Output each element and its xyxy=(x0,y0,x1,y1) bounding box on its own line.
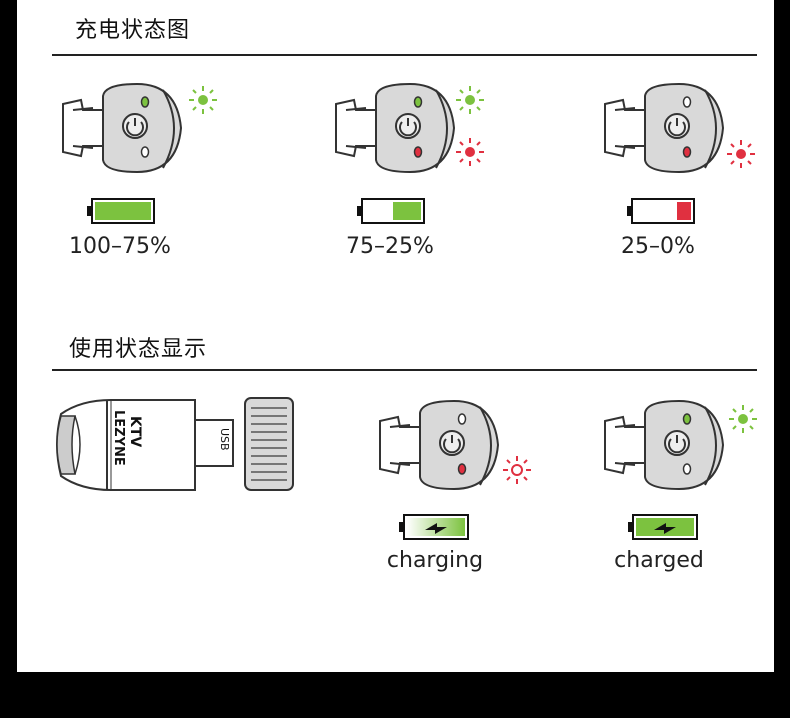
green-led-glow-icon xyxy=(729,405,757,433)
light-device-icon xyxy=(379,399,531,491)
green-led-glow-icon xyxy=(456,86,484,114)
section-divider xyxy=(52,54,757,56)
model-name: KTV xyxy=(127,416,143,447)
light-device-icon xyxy=(604,399,757,491)
brand-logo: LEZYNE xyxy=(111,410,126,466)
light-device-icon xyxy=(335,82,484,174)
battery-level-label: 25–0% xyxy=(621,234,695,259)
red-led-glow-icon xyxy=(727,140,755,168)
battery-full-icon xyxy=(87,198,155,224)
red-led-glow-icon xyxy=(456,138,484,166)
battery-level-label: 75–25% xyxy=(346,234,434,259)
charging-status-heading: 充电状态图 xyxy=(75,18,191,43)
usage-state-label: charged xyxy=(614,548,704,573)
light-device-icon xyxy=(604,82,755,174)
battery-half-icon xyxy=(357,198,425,224)
ktv-light-product-icon: LEZYNE KTV USB xyxy=(56,397,294,491)
usage-status-heading: 使用状态显示 xyxy=(69,337,208,362)
red-led-blink-icon xyxy=(503,456,531,484)
light-device-icon xyxy=(62,82,217,174)
battery-level-label: 100–75% xyxy=(69,234,171,259)
usage-state-label: charging xyxy=(386,548,484,573)
lightning-icon xyxy=(654,523,676,534)
lightning-icon xyxy=(425,523,447,534)
section-divider xyxy=(52,369,757,371)
content-panel: 充电状态图 xyxy=(17,0,774,672)
usb-label: USB xyxy=(218,428,231,451)
battery-charging-icon xyxy=(399,514,469,540)
green-led-glow-icon xyxy=(189,86,217,114)
battery-low-icon xyxy=(627,198,695,224)
battery-charged-icon xyxy=(628,514,698,540)
